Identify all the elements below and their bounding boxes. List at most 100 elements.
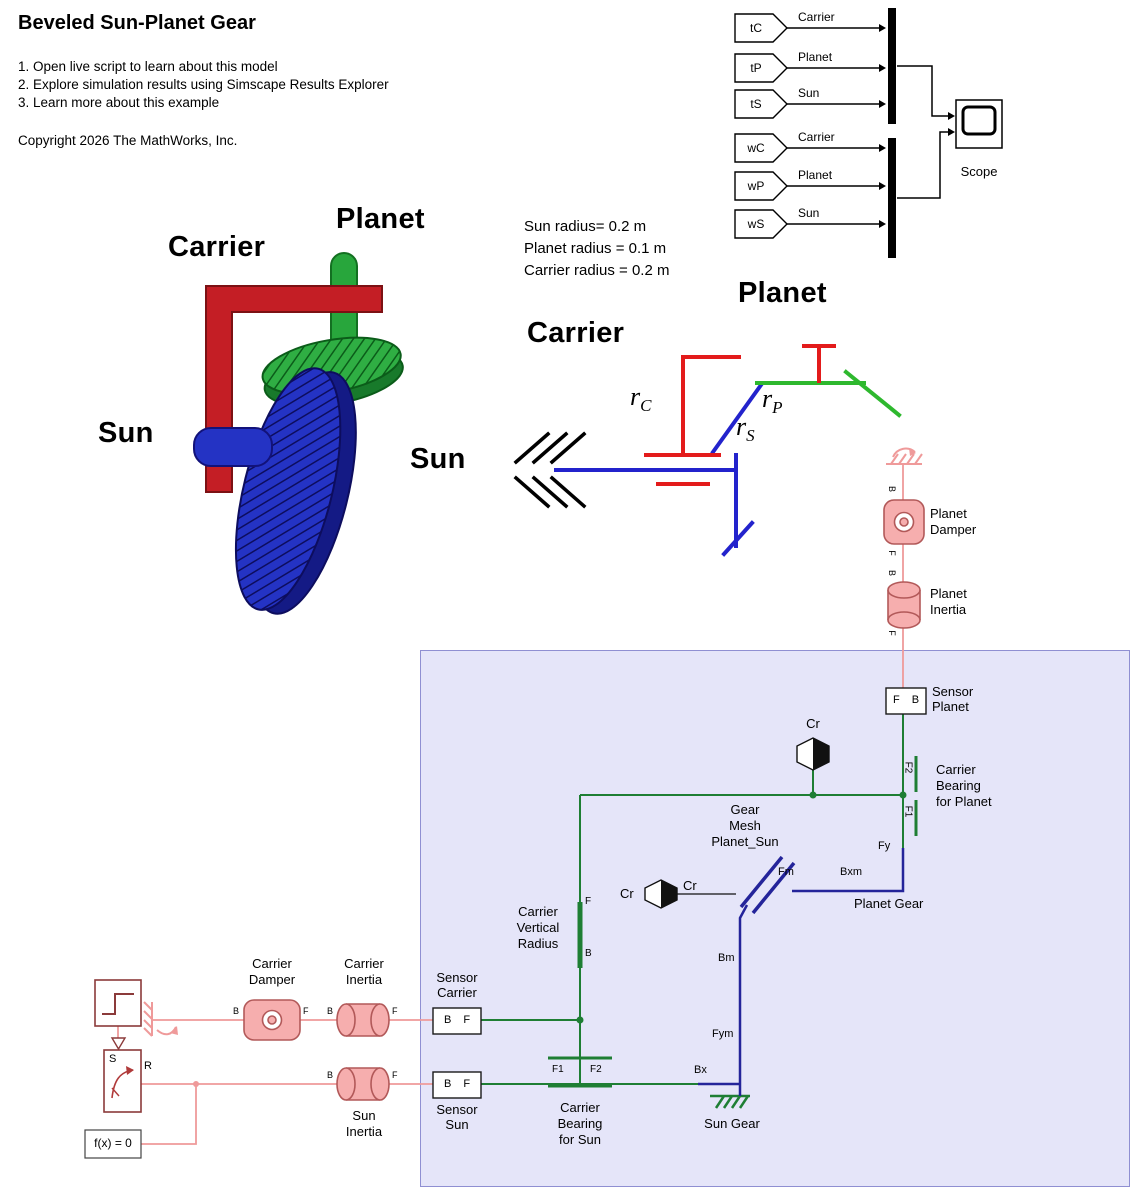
sun-inertia-port-F: F (392, 1070, 398, 1080)
wire-junction (576, 1016, 584, 1024)
carrier-damper-port-F: F (303, 1006, 309, 1016)
link-open-live-script[interactable]: 1. Open live script to learn about this … (18, 59, 278, 74)
carrier-damper-label: Carrier Damper (248, 956, 296, 987)
scope-block[interactable] (955, 99, 1003, 149)
sensor-carrier-ports: B F (443, 1014, 471, 1026)
port-Bx: Bx (694, 1064, 707, 1076)
subsystem-highlight-region (420, 650, 1130, 1187)
mux-velocities[interactable] (888, 138, 896, 258)
sr-latch-block[interactable] (103, 1049, 142, 1113)
carrier-arm (205, 285, 383, 493)
link-results-explorer[interactable]: 2. Explore simulation results using Sims… (18, 77, 389, 92)
physical-wires-pink[interactable] (117, 464, 904, 1145)
carrier-inertia-block[interactable] (336, 1003, 390, 1037)
sensor-blocks (432, 687, 927, 1099)
illustration-sun-label: Sun (98, 417, 154, 449)
gear-schematic (513, 344, 902, 557)
link-learn-more[interactable]: 3. Learn more about this example (18, 95, 220, 110)
signal-arrow (110, 1037, 127, 1051)
tag-tP-label: tP (750, 61, 762, 75)
signal-name-planet-velocity: Planet (798, 168, 833, 182)
carrier-damper-block[interactable] (243, 999, 301, 1041)
carrier-inertia-label: Carrier Inertia (344, 956, 384, 987)
mux-torques[interactable] (888, 8, 896, 124)
signal-name-carrier-torque: Carrier (798, 10, 835, 24)
solver-config-block[interactable] (84, 1129, 142, 1159)
planet-inertia-port-F: F (887, 630, 897, 636)
carrier-bearing-planet-port-F1: F1 (902, 805, 914, 818)
planet-gear-label: Planet Gear (854, 896, 924, 911)
carrier-lines (644, 344, 836, 486)
wire-junction (899, 791, 907, 799)
tag-tP[interactable] (734, 53, 788, 83)
signal-wires[interactable] (787, 27, 948, 225)
carrier-wires-green[interactable] (481, 714, 918, 1109)
inertia-damper-blocks (243, 499, 925, 1101)
port-Fm: Fm (778, 866, 794, 878)
planet-inertia-port-B: B (887, 569, 897, 576)
sun-gear-label: Sun Gear (704, 1116, 760, 1131)
gear-mesh-icon (739, 855, 796, 915)
port-Fym: Fym (712, 1028, 734, 1040)
sensor-sun-ports: B F (443, 1078, 471, 1090)
carrier-bearing-sun-port-F1: F1 (552, 1064, 564, 1075)
from-tag-shapes (734, 13, 788, 239)
tag-tC-label: tC (750, 21, 762, 35)
carrier-bearing-sun-label: Carrier Bearing for Sun (557, 1100, 603, 1147)
schematic-planet-label: Planet (738, 277, 827, 309)
illustration-planet-label: Planet (336, 203, 425, 235)
planet-axis-lines (755, 369, 902, 418)
gear-mesh-label: Gear Mesh Planet_Sun (711, 802, 779, 849)
planet-inertia-label: Planet Inertia (930, 586, 967, 617)
tag-tC[interactable] (734, 13, 788, 43)
solver-config-label: f(x) = 0 (94, 1136, 132, 1150)
tag-wC-label: wC (747, 141, 765, 155)
gear-wires-navy[interactable] (698, 848, 905, 1096)
carrier-damper-port-B: B (233, 1006, 240, 1016)
sensor-planet-label: Sensor Planet (932, 684, 974, 714)
sun-inertia-block[interactable] (336, 1067, 390, 1101)
sensor-planet-ports: F B (892, 694, 920, 706)
cr-constant-top-block[interactable] (796, 737, 830, 771)
carrier-bearing-planet-port-F2: F2 (902, 761, 914, 774)
carrier-inertia-port-F: F (392, 1006, 398, 1016)
sr-latch-port-S: S (109, 1053, 117, 1065)
tag-wS[interactable] (734, 209, 788, 239)
sr-latch-port-R: R (144, 1060, 152, 1072)
tag-wC[interactable] (734, 133, 788, 163)
sensor-carrier-block[interactable] (432, 1007, 482, 1035)
planet-damper-port-F: F (887, 550, 897, 556)
planet-damper-label: Planet Damper (930, 506, 977, 537)
tag-tS[interactable] (734, 89, 788, 119)
sun-inertia-port-B: B (327, 1070, 334, 1080)
schematic-sun-label: Sun (410, 443, 466, 475)
planet-damper-port-B: B (887, 485, 897, 492)
radius-annotation: Sun radius= 0.2 m Planet radius = 0.1 m … (524, 218, 670, 279)
sun-bevel-gear (234, 367, 357, 615)
copyright-note: Copyright 2026 The MathWorks, Inc. (18, 133, 238, 148)
sensor-planet-block[interactable] (885, 687, 927, 715)
sun-axis-lines (554, 382, 764, 557)
schematic-carrier-label: Carrier (527, 317, 625, 349)
carrier-ground-icon (143, 1001, 153, 1037)
sun-gear-ground-icon (710, 1094, 750, 1109)
radius-planet-symbol: rP (762, 384, 783, 418)
carrier-vertical-radius-port-F: F (585, 896, 592, 907)
carrier-inertia-port-B: B (327, 1006, 334, 1016)
cr-mid-left-label: Cr (620, 886, 634, 901)
planet-damper-block[interactable] (883, 499, 925, 545)
step-source-block[interactable] (94, 979, 142, 1027)
sun-shaft (193, 427, 273, 467)
cr-constant-mid-block[interactable] (644, 879, 736, 909)
cr-top-label: Cr (806, 716, 820, 731)
model-title: Beveled Sun-Planet Gear (18, 12, 256, 34)
rotational-reference-symbols (143, 447, 923, 1037)
tag-wP[interactable] (734, 171, 788, 201)
planet-inertia-block[interactable] (887, 581, 921, 629)
cr-mid-right-label: Cr (683, 878, 697, 893)
carrier-bearing-sun-port-F2: F2 (590, 1064, 602, 1075)
sensor-sun-block[interactable] (432, 1071, 482, 1099)
port-Fy: Fy (878, 840, 891, 852)
sun-inertia-label: Sun Inertia (345, 1108, 383, 1139)
